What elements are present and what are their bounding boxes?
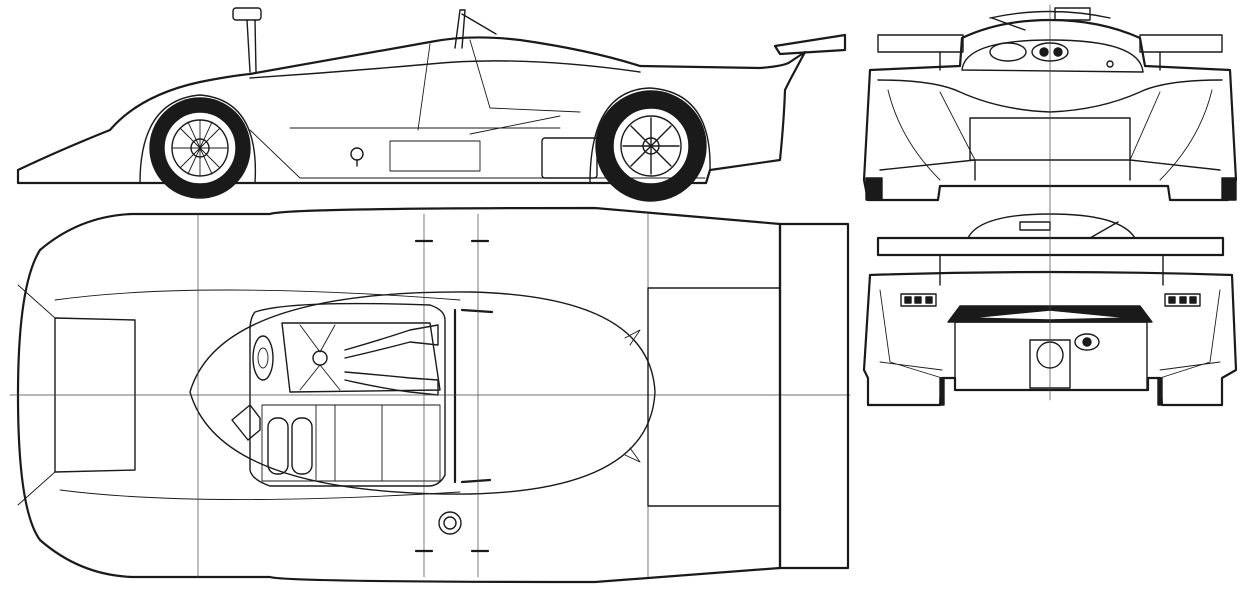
rear-taillight-cells: [904, 296, 1197, 304]
top-tie-downs: [414, 239, 490, 553]
front-tire-left: [865, 177, 883, 201]
rear-hoop-brace: [1089, 221, 1119, 239]
top-nose-left-line: [17, 284, 56, 506]
top-fuel-bottle-2: [291, 417, 313, 475]
rear-tire-left: [939, 377, 945, 406]
side-intake-line: [249, 115, 706, 179]
top-cockpit-opening: [249, 302, 446, 487]
rear-taillight-right: [1164, 293, 1201, 307]
top-engine-deck: [647, 287, 781, 507]
side-rear-arch: [589, 87, 711, 184]
side-fuel-cap: [350, 147, 364, 161]
front-view: [862, 4, 1238, 206]
top-harness-buckle: [312, 350, 328, 366]
side-front-spokes: [171, 119, 229, 177]
front-light-dot-1: [1039, 47, 1049, 57]
rear-body-shape: [879, 289, 1221, 379]
top-rear-wing: [778, 222, 850, 570]
side-rear-wing: [773, 33, 847, 56]
side-mirror-stalk: [246, 19, 251, 73]
top-fuel-filler-inner: [443, 516, 457, 530]
top-harness-straps: [299, 324, 341, 391]
top-left-pod-line: [54, 289, 461, 500]
front-wing-left: [877, 34, 964, 53]
rear-camera: [1019, 221, 1051, 231]
rear-tire-right: [1157, 377, 1163, 406]
front-light-dot-2: [1053, 47, 1063, 57]
rear-exhaust: [1074, 333, 1100, 351]
front-windscreen: [961, 39, 1144, 73]
front-mirror-knob: [1106, 60, 1114, 68]
top-body-outline: [16, 206, 782, 584]
front-tire-right: [1221, 177, 1237, 201]
rear-wing: [876, 236, 1225, 257]
front-fender-lines: [887, 89, 1213, 181]
side-body-panel: [389, 140, 481, 172]
top-steering-hub: [257, 347, 269, 369]
top-roll-bar: [453, 308, 494, 484]
side-rear-spokes: [622, 117, 680, 175]
rear-view: [862, 204, 1238, 407]
front-body-outline: [862, 18, 1238, 202]
side-roll-hoop: [454, 9, 466, 49]
top-pedal-right: [344, 371, 439, 396]
top-fuel-bottle-1: [267, 417, 289, 475]
front-roll-brace: [991, 17, 1026, 31]
top-seat: [281, 322, 441, 393]
top-vent-left: [624, 329, 641, 346]
side-body-outline: [16, 36, 807, 185]
top-view: [9, 206, 851, 584]
rear-exhaust-tip: [1082, 337, 1092, 347]
top-pedal-left: [344, 324, 439, 359]
side-roll-brace: [461, 13, 497, 35]
side-door-line: [289, 39, 581, 131]
side-view: [16, 7, 847, 202]
rear-engine-opening: [954, 321, 1148, 391]
top-mirror: [231, 404, 261, 441]
side-front-arch: [139, 94, 257, 184]
top-vent-right: [624, 447, 641, 463]
top-fuel-filler: [438, 511, 462, 535]
side-mirror-stalk-2: [254, 19, 257, 73]
top-steering-wheel: [252, 335, 274, 381]
top-fuel-compartment: [261, 404, 441, 482]
front-wing-right: [1139, 34, 1223, 53]
top-nose-panel: [54, 317, 136, 473]
front-headlight-left: [989, 42, 1027, 62]
rear-taillight-left: [900, 293, 937, 307]
side-mirror: [232, 7, 262, 21]
side-rear-rim-inner: [620, 115, 682, 177]
side-radiator-vent: [541, 137, 598, 179]
side-belt-line: [249, 60, 641, 79]
